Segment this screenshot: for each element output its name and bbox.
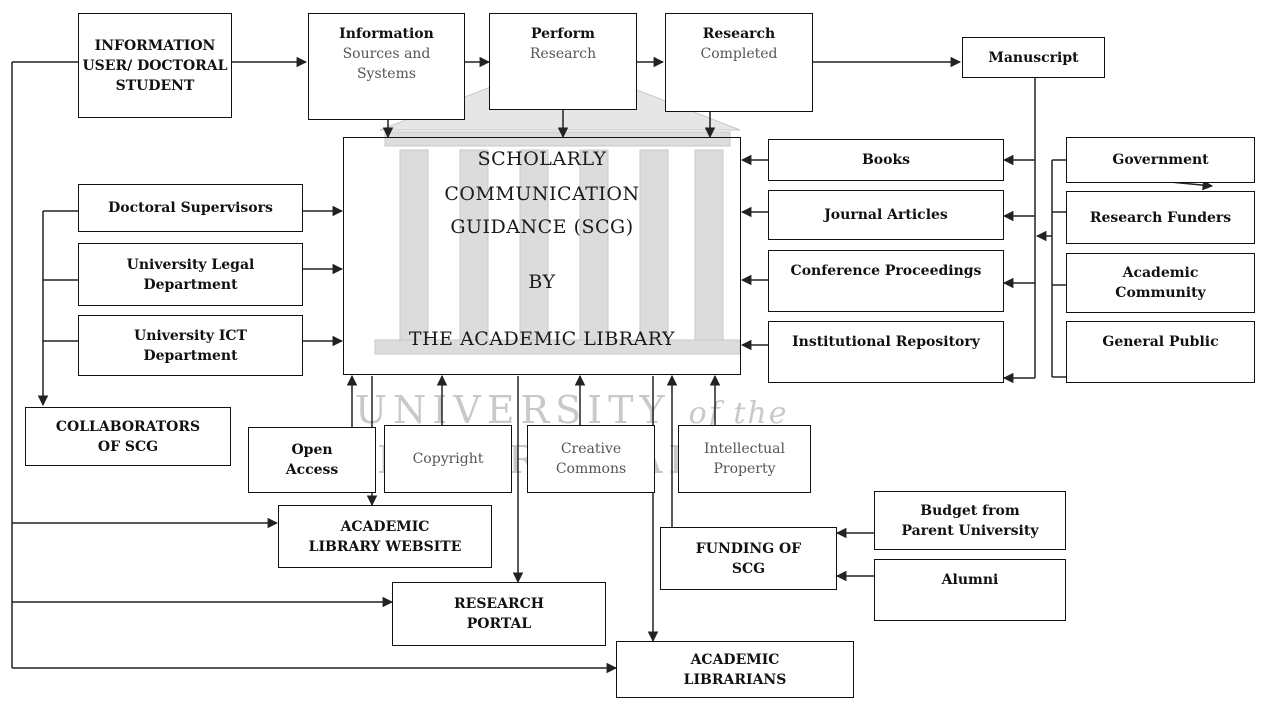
manuscript-box: Manuscript	[962, 37, 1105, 78]
government-box: Government	[1066, 137, 1255, 183]
conference-proceedings-box: Conference Proceedings	[768, 250, 1004, 312]
alumni-box: Alumni	[874, 559, 1066, 621]
scg-title-line1: SCHOLARLY	[477, 148, 607, 170]
doctoral-supervisors-box: Doctoral Supervisors	[78, 184, 303, 232]
copyright-box: Copyright	[384, 425, 512, 493]
journal-articles-box: Journal Articles	[768, 190, 1004, 240]
scg-title-line2: COMMUNICATION	[444, 183, 640, 205]
scg-central-box: SCHOLARLY COMMUNICATION GUIDANCE (SCG) B…	[343, 137, 741, 375]
books-box: Books	[768, 139, 1004, 181]
scg-title-line3: GUIDANCE (SCG)	[450, 216, 634, 238]
scg-by: BY	[528, 271, 556, 293]
general-public-box: General Public	[1066, 321, 1255, 383]
institutional-repository-box: Institutional Repository	[768, 321, 1004, 383]
scg-library: THE ACADEMIC LIBRARY	[408, 328, 676, 350]
research-funders-box: Research Funders	[1066, 191, 1255, 244]
